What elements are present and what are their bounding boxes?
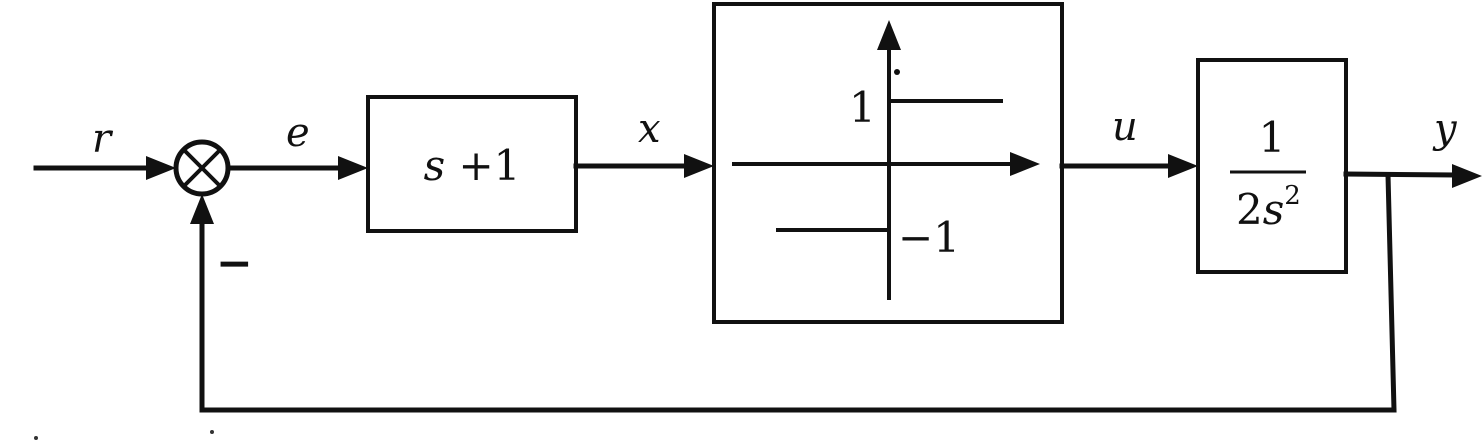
plant-denominator: 2s2 <box>1236 181 1301 234</box>
relay-lower-level-label: −1 <box>898 213 960 262</box>
plant-denominator-exponent: 2 <box>1284 181 1301 211</box>
speck-1 <box>34 436 38 440</box>
plant-transfer-function: 1 2s2 <box>1230 113 1306 234</box>
controller-transfer-function: s +1 <box>424 141 521 190</box>
feedback-minus-sign: − <box>216 238 253 289</box>
signal-label-y: y <box>1432 106 1458 152</box>
plant-numerator: 1 <box>1259 113 1286 162</box>
feedback-path <box>199 172 1397 413</box>
signal-label-u: u <box>1112 104 1138 150</box>
signal-label-e: e <box>286 110 310 156</box>
relay-upper-level-label: 1 <box>849 83 876 132</box>
relay-origin-dot <box>894 69 900 75</box>
arrowhead-x <box>684 154 714 178</box>
plant-block <box>1196 58 1348 274</box>
relay-horizontal-axis-arrow <box>1010 152 1040 176</box>
speck-2 <box>210 430 214 434</box>
arrowhead-r <box>146 156 176 180</box>
arrowhead-y <box>1452 164 1482 188</box>
arrowhead-e <box>338 156 368 180</box>
summing-junction <box>173 139 231 197</box>
plant-denominator-var: s <box>1263 185 1285 234</box>
controller-plus-one: +1 <box>445 141 520 190</box>
plant-denominator-coeff: 2 <box>1236 185 1263 234</box>
relay-vertical-axis-arrow <box>877 20 901 50</box>
controller-block <box>366 95 578 233</box>
signal-label-x: x <box>638 106 661 152</box>
output-wire-y <box>1343 171 1457 178</box>
relay-characteristic-plot <box>732 20 1040 300</box>
controller-s: s <box>424 141 446 190</box>
arrowhead-feedback <box>190 194 214 224</box>
arrowhead-u <box>1168 154 1198 178</box>
signal-label-r: r <box>92 116 114 162</box>
